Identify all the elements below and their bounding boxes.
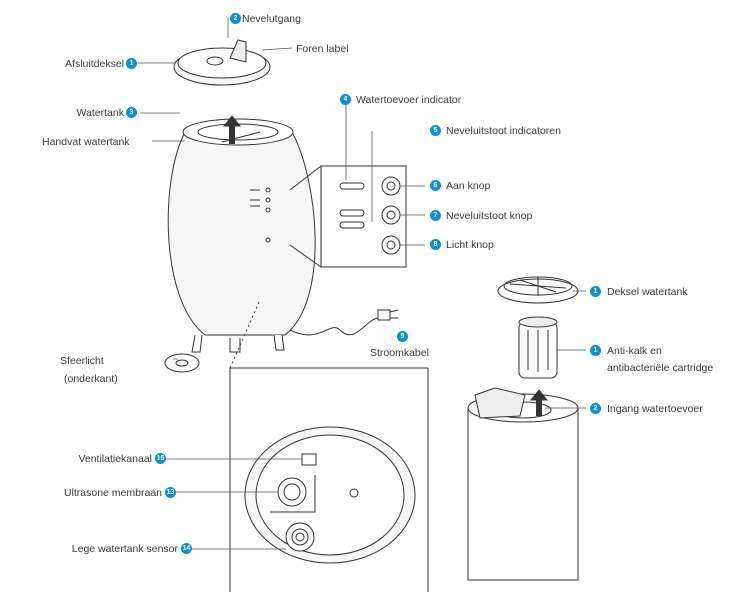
badge-12: 2	[590, 403, 601, 414]
label-neveluitstoot-knop: Neveluitstoot knop	[446, 210, 532, 222]
badge-10: 1	[590, 286, 601, 297]
label-cartridge-1: Anti-kalk en	[607, 345, 662, 357]
label-cartridge-2: antibacteriële cartridge	[607, 362, 713, 374]
label-afsluitdeksel: Afsluitdeksel	[40, 58, 124, 70]
lid	[174, 40, 270, 85]
badge-14: 14	[181, 543, 192, 554]
label-ventilatiekanaal: Ventilatiekanaal	[20, 453, 152, 465]
badge-8: 8	[430, 239, 441, 250]
label-watertank: Watertank	[40, 107, 124, 119]
badge-1: 1	[126, 58, 137, 69]
badge-3: 3	[126, 107, 137, 118]
label-sfeerlicht-sub: (onderkant)	[64, 373, 118, 385]
label-watertoevoer-indicator: Watertoevoer indicator	[356, 94, 461, 106]
power-cable	[290, 310, 398, 335]
badge-7: 7	[430, 210, 441, 221]
label-ultrasone-membraan: Ultrasone membraan	[20, 487, 162, 499]
label-sfeerlicht: Sfeerlicht	[60, 355, 104, 367]
label-licht-knop: Licht knop	[446, 239, 494, 251]
label-nummer: Foren label	[296, 43, 349, 55]
badge-5: 5	[430, 125, 441, 136]
label-handvat: Handvat watertank	[42, 136, 130, 148]
exploded-tank	[468, 277, 578, 580]
label-deksel-watertank: Deksel watertank	[607, 286, 688, 298]
badge-15: 15	[155, 453, 166, 464]
badge-2: 2	[230, 13, 241, 24]
bottom-detail	[230, 300, 428, 592]
humidifier-body	[165, 116, 315, 372]
label-ingang-watertoevoer: Ingang watertoevoer	[607, 403, 703, 415]
label-nevel-uitgang: Nevelutgang	[242, 13, 301, 25]
label-aan-knop: Aan knop	[446, 180, 490, 192]
badge-11: 1	[590, 345, 601, 356]
badge-4: 4	[340, 94, 351, 105]
label-neveluitstoot-indicatoren: Neveluitstoot indicatoren	[446, 125, 561, 137]
label-lege-watertank-sensor: Lege watertank sensor	[20, 543, 178, 555]
badge-13: 13	[165, 487, 176, 498]
badge-9: 9	[397, 331, 408, 342]
label-stroomkabel: Stroomkabel	[370, 347, 429, 359]
badge-6: 6	[430, 180, 441, 191]
